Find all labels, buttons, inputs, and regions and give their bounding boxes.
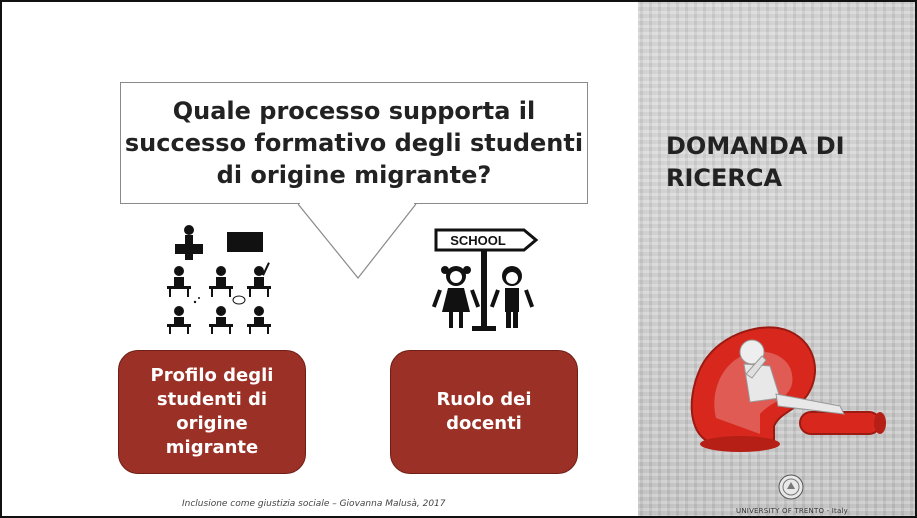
card-right-line-1: Ruolo dei: [436, 389, 532, 410]
question-text: Quale processo supporta il successo form…: [125, 95, 583, 191]
card-student-profile: Profilo degli studenti di origine migran…: [118, 350, 306, 474]
card-left-line-2: studenti di: [156, 389, 268, 410]
question-line-1: Quale processo supporta il: [172, 97, 536, 125]
question-box: Quale processo supporta il successo form…: [120, 82, 588, 204]
question-line-2: successo formativo degli studenti: [124, 129, 584, 157]
footer-caption: Inclusione come giustizia sociale – Giov…: [182, 499, 446, 509]
card-left-line-1: Profilo degli: [150, 365, 274, 386]
card-teacher-role: Ruolo dei docenti: [390, 350, 578, 474]
side-title-text: DOMANDA DI RICERCA: [666, 132, 845, 192]
question-line-3: di origine migrante?: [216, 161, 492, 189]
card-student-profile-text: Profilo degli studenti di origine migran…: [127, 364, 297, 460]
card-left-line-3: origine migrante: [165, 413, 259, 458]
side-panel: [638, 2, 915, 516]
school-sign-text: SCHOOL: [450, 233, 506, 248]
university-seal-icon: [778, 474, 804, 500]
classroom-icon: [167, 225, 271, 334]
school-children-icon: SCHOOL: [431, 228, 539, 331]
university-label: UNIVERSITY OF TRENTO - Italy: [736, 507, 848, 515]
side-title: DOMANDA DI RICERCA: [666, 130, 896, 194]
armchair-question-icon: [690, 326, 886, 452]
card-right-line-2: docenti: [446, 413, 522, 434]
callout-arrow-icon: [298, 202, 417, 279]
card-teacher-role-text: Ruolo dei docenti: [436, 388, 531, 436]
